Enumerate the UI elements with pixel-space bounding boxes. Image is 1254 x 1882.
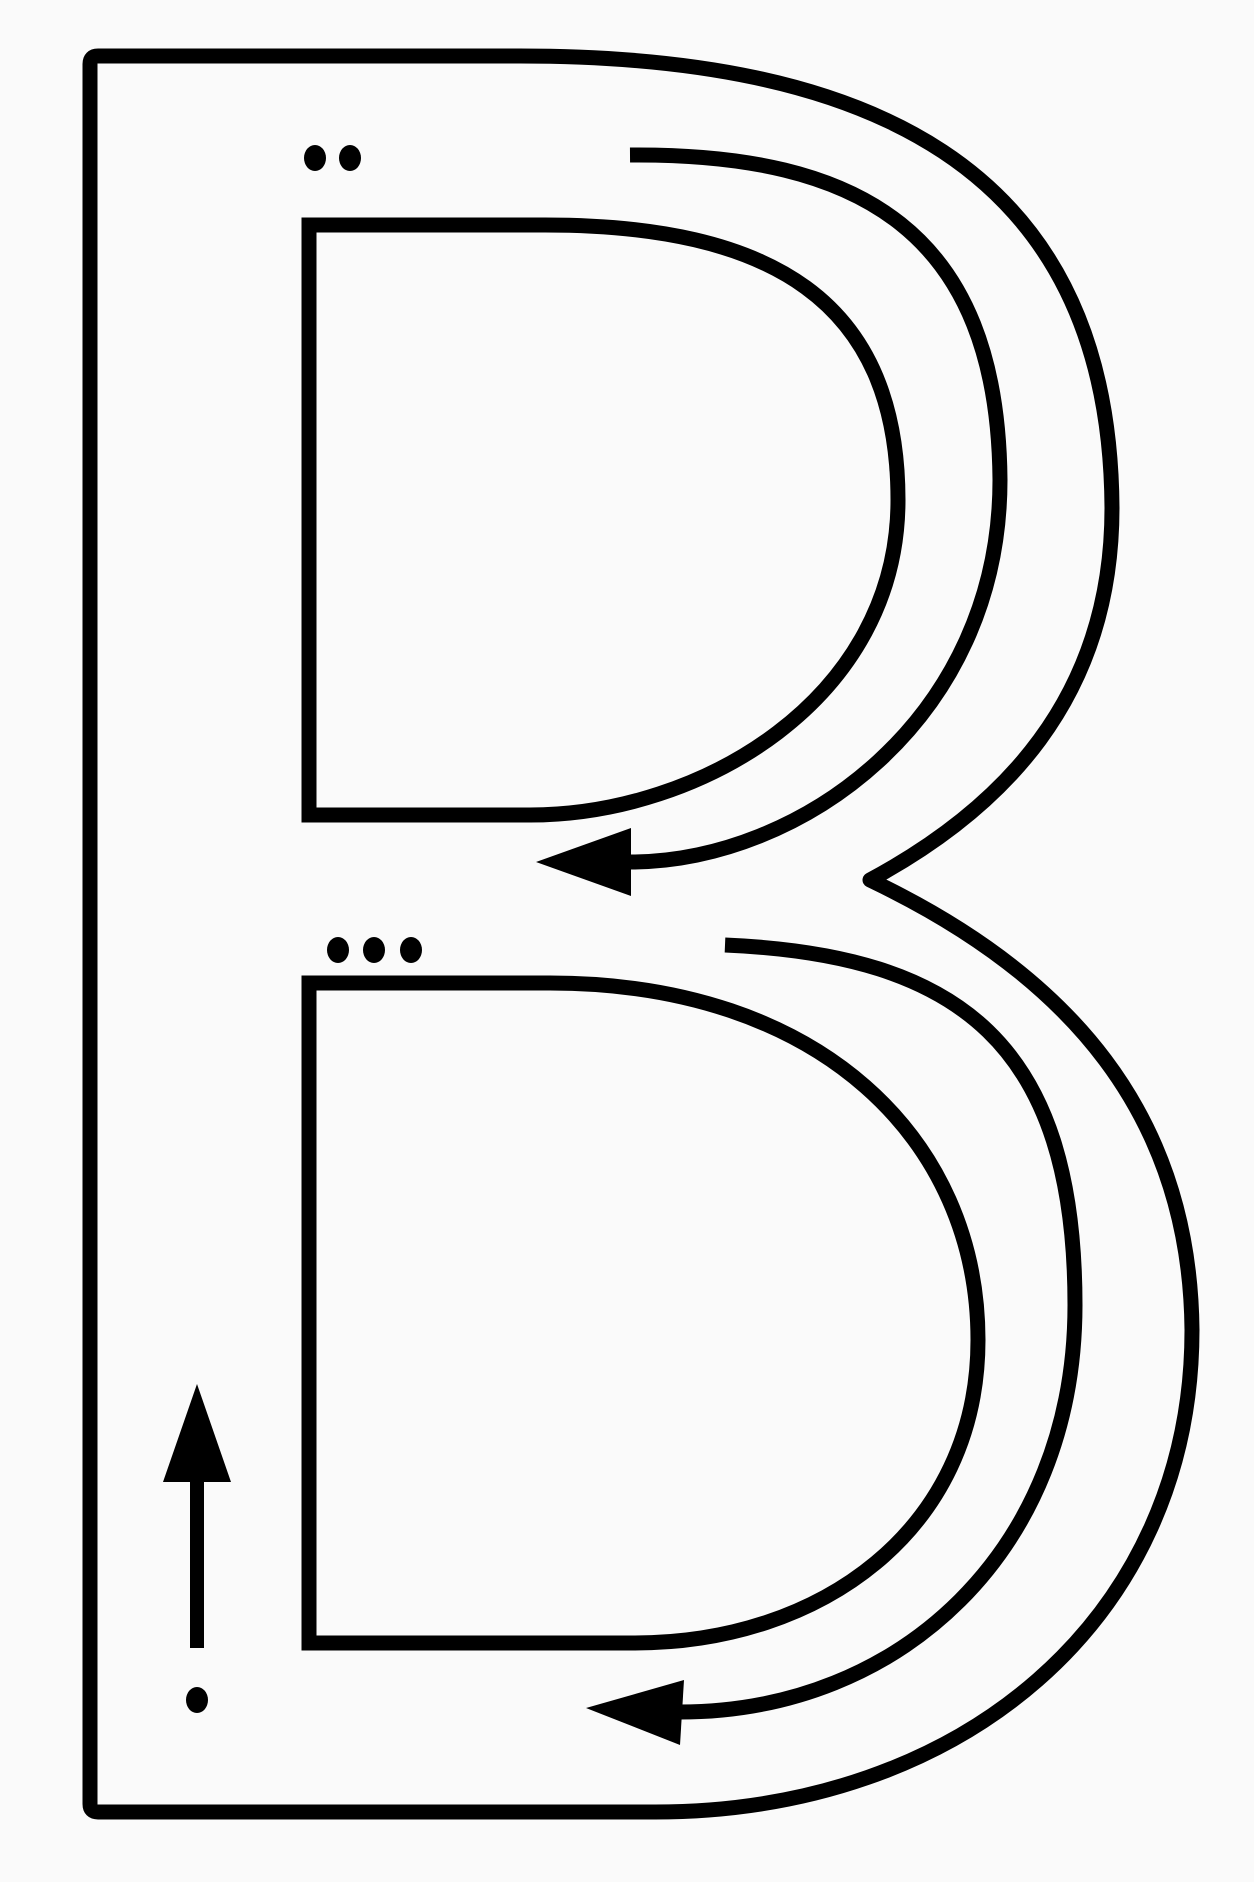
- arrow-left-icon: [536, 828, 631, 896]
- upper-counter-outline: [301, 217, 906, 823]
- stroke-3-start-dot-a: [327, 937, 349, 963]
- stroke-3-start-dot-b: [363, 937, 385, 963]
- stroke-1-guide: [163, 1384, 231, 1713]
- arrow-left-icon: [586, 1680, 684, 1745]
- letter-b-outer-outline: [82, 48, 1200, 1820]
- lower-counter-outline: [301, 975, 986, 1651]
- stroke-2-guide: [304, 145, 1008, 896]
- stroke-3-guide: [327, 937, 1083, 1745]
- stroke-2-start-dot-b: [339, 145, 361, 171]
- stroke-2-start-dot-a: [304, 145, 326, 171]
- stroke-3-start-dot-c: [400, 937, 422, 963]
- arrow-up-icon: [163, 1384, 231, 1482]
- stroke-1-start-dot: [186, 1687, 208, 1713]
- stroke-3-arrow-path: [679, 937, 1083, 1720]
- stroke-2-arrow-path: [629, 147, 1008, 870]
